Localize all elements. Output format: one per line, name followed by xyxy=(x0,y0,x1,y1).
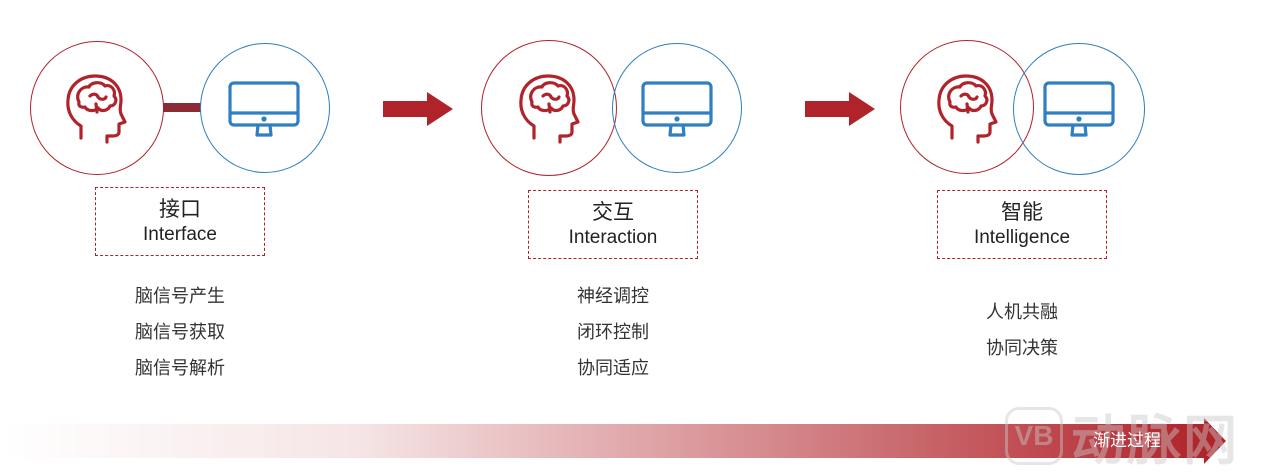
stage-title-en: Interaction xyxy=(568,226,658,248)
computer-circle xyxy=(200,43,330,173)
stage-items: 脑信号产生 脑信号获取 脑信号解析 xyxy=(95,278,265,386)
connector-bar xyxy=(163,103,201,112)
list-item: 脑信号产生 xyxy=(135,286,225,306)
watermark-logo: VB xyxy=(1005,406,1063,465)
list-item: 协同适应 xyxy=(577,358,649,378)
stage-title-en: Interface xyxy=(143,223,217,245)
stage-title-cn: 交互 xyxy=(592,200,634,224)
computer-circle xyxy=(1013,43,1145,175)
right-arrow-icon xyxy=(383,92,453,126)
list-item: 神经调控 xyxy=(577,286,649,306)
stage-title-en: Intelligence xyxy=(973,226,1071,248)
monitor-icon xyxy=(1043,81,1115,137)
right-arrow-icon xyxy=(805,92,875,126)
brain-head-icon xyxy=(937,74,998,144)
progress-arrow-head-icon xyxy=(1204,418,1226,464)
progress-gradient-bar xyxy=(0,424,1205,458)
progress-label: 渐进过程 xyxy=(1093,431,1161,450)
stage-title-cn: 接口 xyxy=(159,197,201,221)
computer-circle xyxy=(612,43,742,173)
brain-head-icon xyxy=(66,74,127,144)
list-item: 协同决策 xyxy=(986,338,1058,358)
stage-title-cn: 智能 xyxy=(1001,200,1043,224)
monitor-icon xyxy=(641,81,713,137)
stage-items: 神经调控 闭环控制 协同适应 xyxy=(528,278,698,386)
stage-items: 人机共融 协同决策 xyxy=(937,294,1107,366)
monitor-icon xyxy=(228,81,300,137)
stage-label-box: 接口 Interface xyxy=(95,187,265,256)
stage-label-box: 智能 Intelligence xyxy=(937,190,1107,259)
watermark-text: 动脉网 xyxy=(1071,411,1239,471)
brain-head-icon xyxy=(519,74,580,144)
list-item: 闭环控制 xyxy=(577,322,649,342)
stage-label-box: 交互 Interaction xyxy=(528,190,698,259)
list-item: 人机共融 xyxy=(986,302,1058,322)
list-item: 脑信号解析 xyxy=(135,358,225,378)
list-item: 脑信号获取 xyxy=(135,322,225,342)
watermark: VB 动脉网 xyxy=(1005,396,1239,475)
